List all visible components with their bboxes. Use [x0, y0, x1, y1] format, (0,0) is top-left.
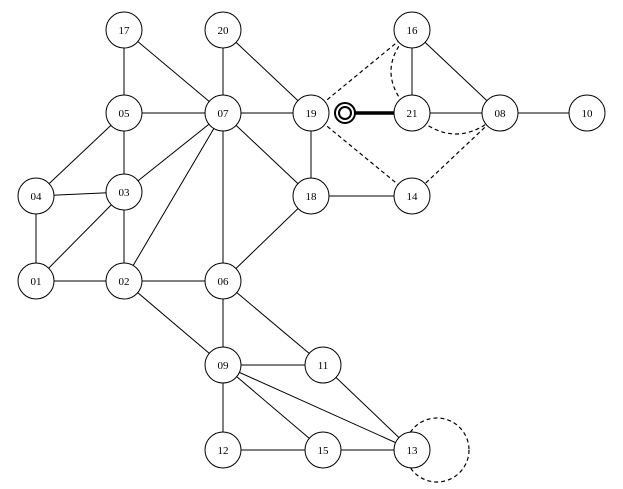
node-label: 13 — [407, 445, 419, 457]
edge-17-07 — [123, 29, 224, 114]
node-11: 11 — [304, 346, 342, 384]
node-label: 02 — [119, 276, 130, 288]
node-circle — [393, 94, 431, 132]
dashed-edge-19-14 — [310, 112, 413, 197]
node-label: 21 — [407, 108, 418, 120]
edge-09-15 — [222, 364, 324, 451]
node-18: 18 — [292, 177, 330, 215]
edge-06-18 — [222, 195, 312, 282]
node-label: 14 — [407, 191, 419, 203]
node-label: 20 — [218, 25, 230, 37]
dashed-edge-08-14 — [411, 112, 501, 197]
edge-11-13 — [322, 364, 413, 451]
node-circle — [481, 94, 519, 132]
node-04: 04 — [17, 177, 55, 215]
node-20: 20 — [204, 11, 242, 49]
node-circle — [204, 11, 242, 49]
node-circle — [292, 94, 330, 132]
edge-07-02 — [123, 112, 224, 282]
node-circle — [204, 262, 242, 300]
node-07: 07 — [204, 94, 242, 132]
node-16: 16 — [393, 11, 431, 49]
node-circle — [105, 11, 143, 49]
node-12: 12 — [204, 431, 242, 469]
node-circle — [204, 94, 242, 132]
node-08: 08 — [481, 94, 519, 132]
node-label: 09 — [218, 360, 230, 372]
edge-20-19 — [222, 29, 312, 114]
node-circle — [304, 431, 342, 469]
node-label: 16 — [407, 25, 419, 37]
edge-16-08 — [411, 29, 501, 114]
edge-06-11 — [222, 280, 324, 366]
node-13: 13 — [393, 431, 431, 469]
node-10: 10 — [568, 94, 606, 132]
node-17: 17 — [105, 11, 143, 49]
node-circle — [105, 173, 143, 211]
node-circle — [105, 94, 143, 132]
node-label: 19 — [306, 108, 318, 120]
node-label: 17 — [119, 25, 131, 37]
edge-09-13 — [222, 364, 413, 451]
node-label: 15 — [318, 445, 330, 457]
node-label: 07 — [218, 108, 230, 120]
node-03: 03 — [105, 173, 143, 211]
edge-07-03 — [123, 112, 224, 193]
node-15: 15 — [304, 431, 342, 469]
node-circle — [292, 177, 330, 215]
node-label: 04 — [31, 191, 43, 203]
node-09: 09 — [204, 346, 242, 384]
node-label: 05 — [119, 108, 131, 120]
node-19: 19 — [292, 94, 330, 132]
node-circle — [204, 431, 242, 469]
node-circle — [17, 177, 55, 215]
node-layer: 01 02 03 04 05 06 07 08 09 10 11 12 13 14 15 16 17 18 19 20… — [17, 11, 606, 469]
edge-07-18 — [222, 112, 312, 197]
node-14: 14 — [393, 177, 431, 215]
node-circle — [393, 431, 431, 469]
node-01: 01 — [17, 262, 55, 300]
node-label: 18 — [306, 191, 318, 203]
node-circle — [568, 94, 606, 132]
node-circle — [393, 177, 431, 215]
ring-marker-inner — [338, 106, 352, 120]
dashed-edge-19-16 — [310, 29, 413, 114]
node-label: 12 — [218, 445, 229, 457]
node-label: 11 — [318, 360, 329, 372]
node-21: 21 — [393, 94, 431, 132]
edge-02-09 — [123, 280, 224, 366]
node-label: 03 — [119, 187, 131, 199]
edge-05-04 — [35, 112, 125, 197]
node-circle — [393, 11, 431, 49]
node-label: 08 — [495, 108, 507, 120]
node-circle — [17, 262, 55, 300]
node-05: 05 — [105, 94, 143, 132]
node-label: 01 — [31, 276, 42, 288]
node-02: 02 — [105, 262, 143, 300]
node-06: 06 — [204, 262, 242, 300]
node-label: 06 — [218, 276, 230, 288]
node-circle — [105, 262, 143, 300]
edge-03-01 — [35, 191, 125, 282]
node-circle — [304, 346, 342, 384]
node-circle — [204, 346, 242, 384]
node-label: 10 — [582, 108, 594, 120]
